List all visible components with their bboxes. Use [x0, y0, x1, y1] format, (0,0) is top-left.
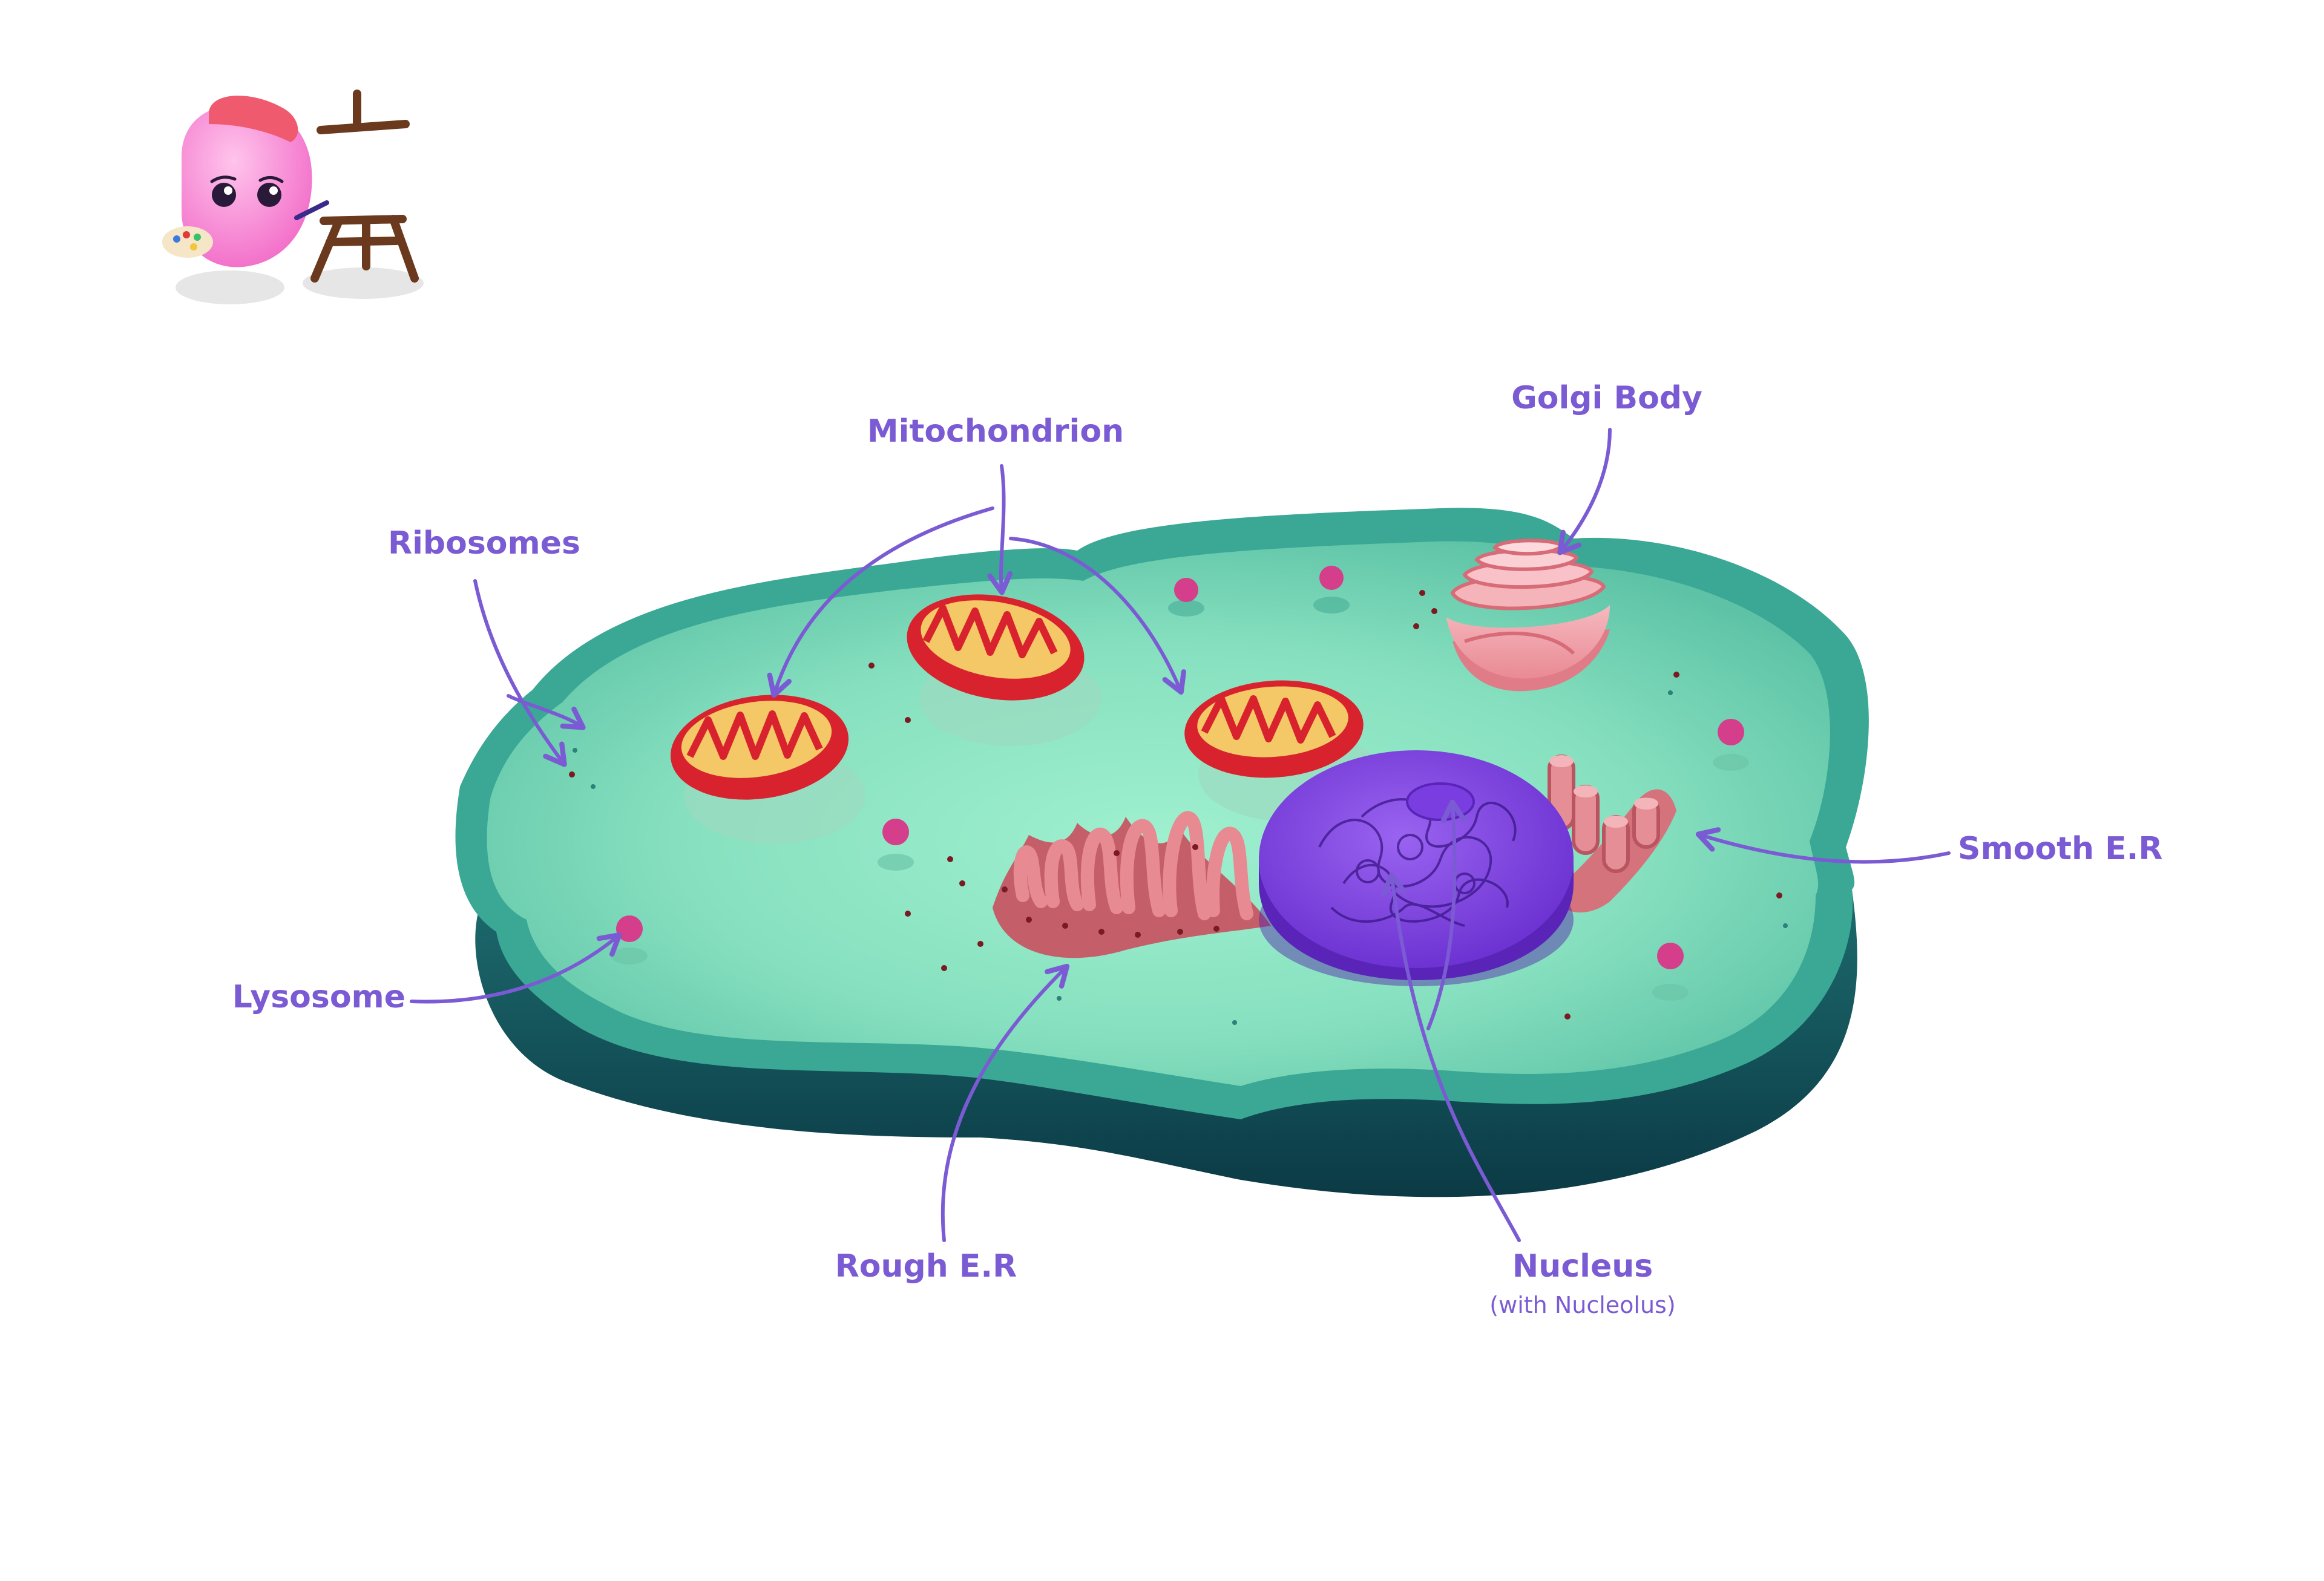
arrow-ribosomes-1: [473, 579, 567, 767]
golgi-body: [1446, 538, 1610, 692]
label-lysosome: Lysosome: [232, 979, 405, 1015]
label-nucleus: Nucleus: [1512, 1248, 1653, 1285]
mascot-eye-right: [257, 183, 281, 207]
mascot-eye-left: [212, 183, 236, 207]
rough-er: [993, 811, 1271, 958]
arrow-mitochondrion-left: [767, 506, 994, 698]
mascot-shadow: [176, 270, 284, 304]
mitochondrion-left: [670, 695, 865, 844]
easel-icon: [310, 90, 419, 283]
callout-arrows: [410, 428, 1951, 1242]
mascot-body: [182, 104, 312, 267]
label-smooth-er: Smooth E.R: [1958, 831, 2162, 867]
mitochondrion-center: [907, 594, 1101, 746]
arrow-ribosomes-2: [507, 694, 586, 730]
label-golgi-body: Golgi Body: [1511, 380, 1702, 416]
nucleus: [1259, 750, 1574, 986]
arrow-rough-er: [940, 963, 1070, 1242]
arrow-mitochondrion-center: [987, 464, 1013, 595]
arrow-nucleus: [1381, 872, 1521, 1242]
mascot-beret: [209, 96, 298, 142]
arrow-lysosome: [410, 932, 622, 1004]
mascot-painter-icon: [162, 90, 424, 304]
mascot-palette-icon: [162, 226, 213, 258]
easel-shadow: [303, 267, 424, 299]
arrow-golgi: [1557, 428, 1612, 555]
labels: Mitochondrion Golgi Body Ribosomes Smoot…: [232, 380, 2163, 1318]
arrow-mitochondrion-right: [1009, 537, 1187, 695]
label-ribosomes: Ribosomes: [388, 525, 580, 561]
arrow-smooth-er: [1695, 827, 1951, 864]
label-nucleus-sub: (with Nucleolus): [1489, 1292, 1675, 1318]
label-mitochondrion: Mitochondrion: [867, 413, 1124, 450]
nucleolus: [1406, 782, 1475, 821]
arrow-nucleolus: [1426, 799, 1466, 1030]
label-rough-er: Rough E.R: [835, 1248, 1017, 1285]
